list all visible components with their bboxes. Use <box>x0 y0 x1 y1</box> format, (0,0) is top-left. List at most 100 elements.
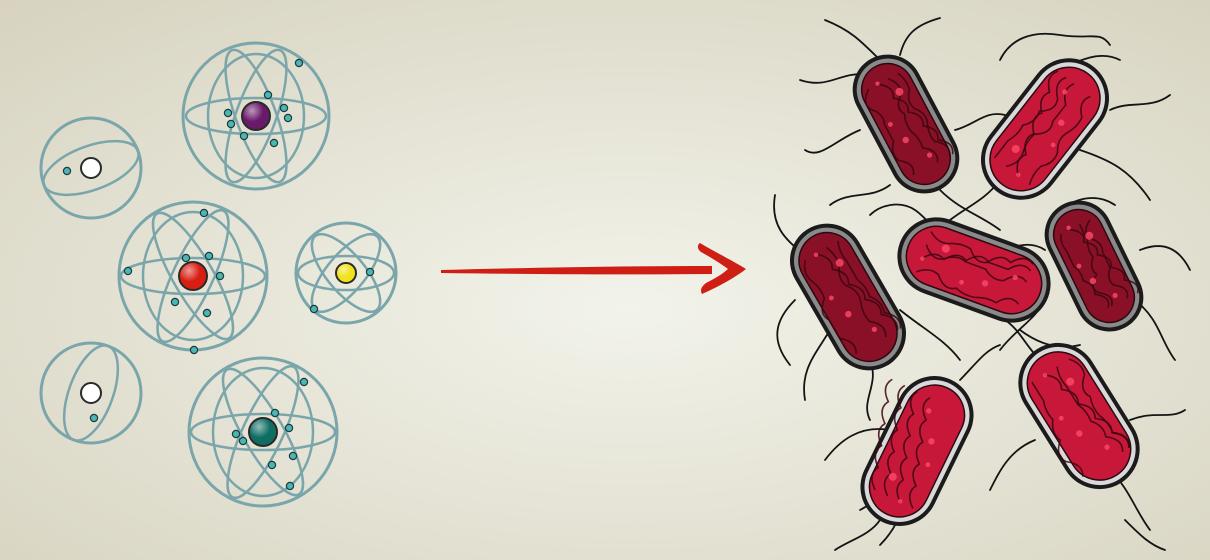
ribosome-dot <box>895 87 904 96</box>
dna-strand <box>1016 70 1059 177</box>
ribosome-dot <box>925 462 931 468</box>
electron <box>239 131 249 141</box>
flagellum <box>989 439 1036 491</box>
electron <box>215 271 225 281</box>
dna-strand <box>908 397 931 509</box>
electron <box>170 297 180 307</box>
ribosome-dot <box>887 121 893 127</box>
flagella-group <box>773 17 1191 551</box>
dna-strand <box>1043 374 1130 449</box>
atom-shell <box>187 356 339 508</box>
dna-strand <box>877 83 954 155</box>
electron-orbit <box>156 208 230 344</box>
ribosome-dot <box>902 136 909 144</box>
electron <box>89 413 99 423</box>
flagellum <box>1139 245 1191 271</box>
electron <box>199 208 209 218</box>
electron-orbit <box>42 139 140 197</box>
ribosome-dot <box>1076 263 1082 269</box>
ribosome-dot <box>1058 119 1065 126</box>
ribosome-dot <box>835 258 844 267</box>
ribosome-dot <box>1058 415 1064 421</box>
dna-strand <box>930 231 1032 272</box>
electron <box>285 481 295 491</box>
ribosome-dot <box>1066 225 1071 230</box>
electron <box>299 377 309 387</box>
arrow-right-icon <box>441 243 746 294</box>
ribosome-dot <box>941 244 950 253</box>
electron <box>294 58 304 68</box>
dna-strand <box>1079 224 1113 307</box>
dna-strand <box>1059 233 1110 308</box>
bacterium-6 <box>860 376 974 526</box>
dna-strand <box>1031 381 1084 477</box>
nucleoid-dna <box>1031 358 1131 477</box>
ribosome-dot <box>1076 430 1083 437</box>
atom-shell <box>294 221 398 325</box>
nucleus-highlight <box>243 103 269 129</box>
ribosome-dot <box>1066 377 1075 386</box>
electron-orbit <box>224 48 288 184</box>
ribosome-dot <box>1042 373 1048 378</box>
ribosome-dot <box>926 408 932 414</box>
electron <box>181 253 191 263</box>
dna-strand <box>897 72 951 157</box>
nucleoid-dna <box>916 231 1034 305</box>
atom-white-2 <box>39 341 143 445</box>
flagellum <box>829 184 891 206</box>
flagellum <box>803 329 831 401</box>
atom-shell <box>181 41 331 191</box>
ribosome-dot <box>920 256 925 261</box>
electron-orbit <box>224 48 288 184</box>
electron-orbit <box>189 412 337 452</box>
flagellum <box>1124 519 1166 551</box>
flagellum <box>834 519 881 551</box>
flagellum <box>939 189 1001 231</box>
atom-teal-6 <box>187 356 339 508</box>
electron-orbit <box>310 233 382 313</box>
ribosome-dot <box>1085 231 1094 240</box>
flagellum <box>899 309 961 361</box>
electron <box>202 308 212 318</box>
electron-orbit <box>119 256 267 296</box>
electron <box>279 103 289 113</box>
ribosome-dot <box>928 438 935 445</box>
ribosome-dot <box>1104 444 1110 450</box>
dna-strand <box>803 259 857 355</box>
flagellum <box>899 17 941 56</box>
electron <box>267 460 277 470</box>
electron <box>288 451 298 461</box>
nucleus-highlight <box>82 159 100 177</box>
dna-strand <box>1028 95 1091 186</box>
nucleoid-dna <box>994 70 1091 186</box>
atom-purple-3 <box>181 41 331 191</box>
atoms-group <box>39 41 398 508</box>
electron <box>284 423 294 433</box>
ribosome-dot <box>1112 292 1118 299</box>
bacterium-3 <box>790 223 906 371</box>
atom-red-4 <box>117 200 269 355</box>
ribosome-dot <box>1016 172 1021 178</box>
electron-orbit <box>62 344 120 442</box>
ribosome-dot <box>828 295 834 301</box>
electron-orbit <box>296 254 396 292</box>
dna-strand <box>837 240 902 329</box>
ribosome-dot <box>1089 277 1097 285</box>
ribosome-dot <box>1062 89 1068 95</box>
nucleus-highlight <box>337 264 355 282</box>
flagellum <box>1109 94 1171 111</box>
ribosome-dot <box>875 81 880 86</box>
ribosome-dot <box>1050 142 1056 148</box>
nucleus-highlight <box>82 384 100 402</box>
bacterium-4 <box>897 217 1051 323</box>
ribosome-dot <box>1012 274 1018 281</box>
ribosome-dot <box>898 499 903 504</box>
bacterium-1 <box>852 54 960 194</box>
flagellum <box>824 428 891 461</box>
bacteria-colony <box>773 17 1191 551</box>
dna-strand <box>1005 83 1075 168</box>
dna-strand <box>815 253 899 331</box>
ribosome-dot <box>981 280 989 287</box>
atom-shell <box>39 116 143 220</box>
